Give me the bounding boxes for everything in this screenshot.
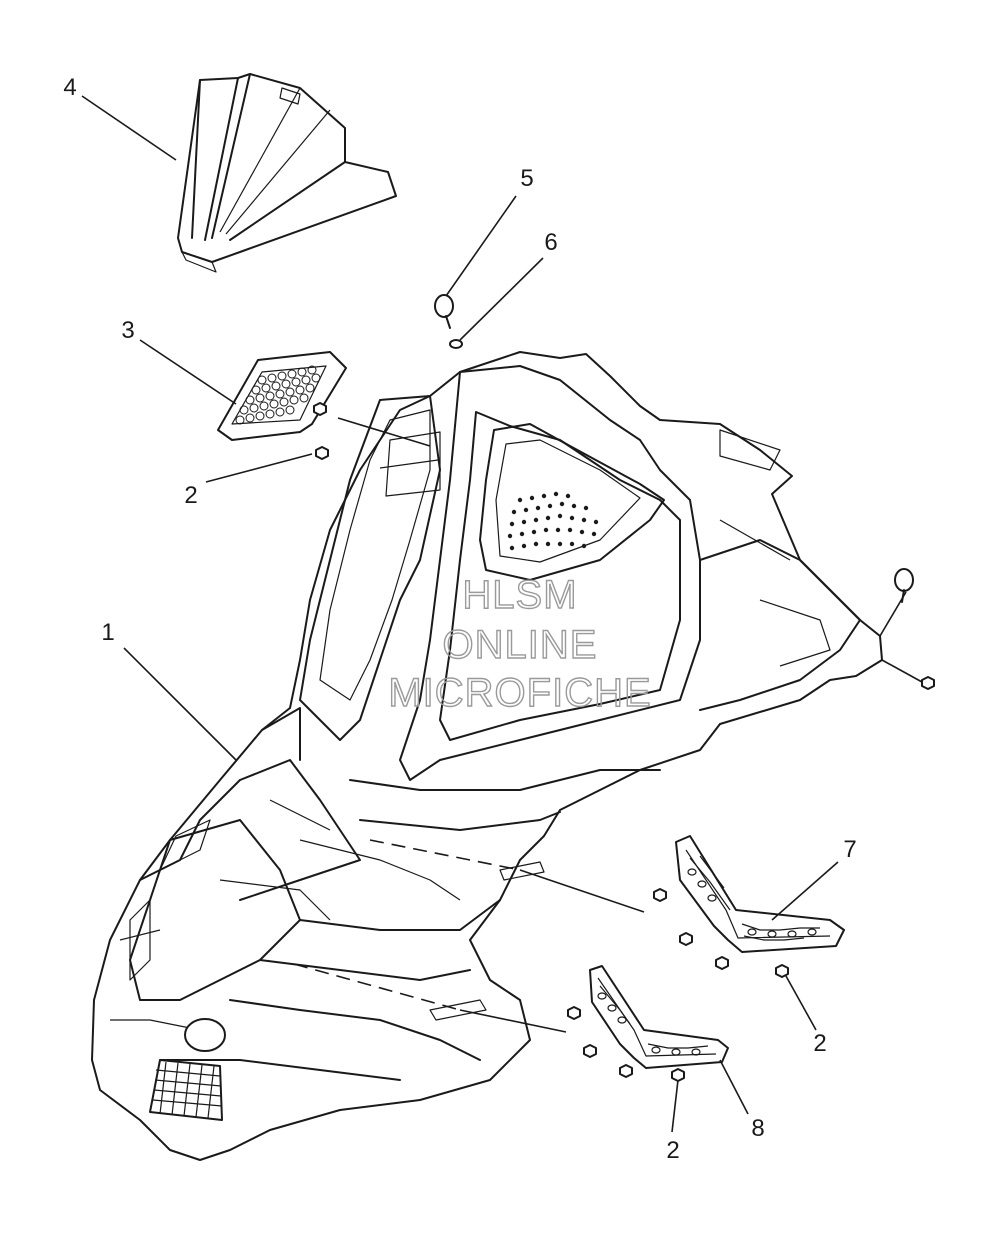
side-vent-lower-part bbox=[589, 965, 729, 1069]
hood-body-part bbox=[91, 351, 883, 1161]
watermark-line-1: HLSM bbox=[462, 573, 577, 617]
callout-2-bottom: 2 bbox=[666, 1137, 679, 1164]
nut-hardware bbox=[313, 402, 329, 460]
callout-7: 7 bbox=[843, 836, 856, 863]
fastener-right bbox=[894, 568, 935, 690]
callout-2-right: 2 bbox=[813, 1030, 826, 1057]
callout-1: 1 bbox=[101, 619, 114, 646]
watermark-line-2: ONLINE bbox=[443, 623, 598, 667]
watermark-line-3: MICROFICHE bbox=[388, 671, 651, 715]
callout-2-top: 2 bbox=[184, 482, 197, 509]
callout-4: 4 bbox=[63, 74, 76, 101]
callout-3: 3 bbox=[121, 317, 134, 344]
vent-grille-part bbox=[217, 351, 347, 441]
callout-labels: 4 5 6 3 2 1 7 2 8 2 bbox=[63, 74, 856, 1164]
watermark: HLSM ONLINE MICROFICHE bbox=[388, 572, 652, 715]
callout-8: 8 bbox=[751, 1115, 764, 1142]
callout-5: 5 bbox=[520, 165, 533, 192]
nut-hardware-lower-vent bbox=[567, 1006, 685, 1082]
quarter-turn-fastener bbox=[434, 294, 463, 349]
callout-6: 6 bbox=[544, 229, 557, 256]
nut-hardware-upper-vent bbox=[653, 888, 789, 978]
windshield-part bbox=[177, 73, 397, 273]
leader-lines bbox=[81, 95, 923, 1133]
side-vent-upper-part bbox=[675, 835, 845, 953]
